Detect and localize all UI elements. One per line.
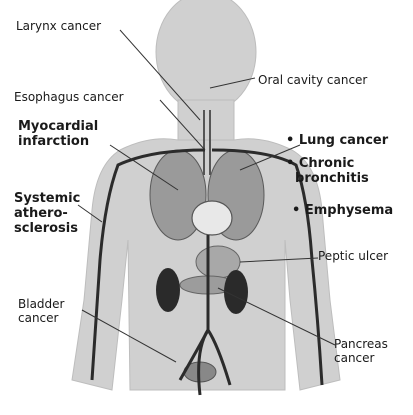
left-kidney [156, 268, 180, 312]
label-oral-cavity-cancer: Oral cavity cancer [258, 74, 367, 88]
label-esophagus-cancer: Esophagus cancer [14, 91, 124, 105]
label-pancreas-cancer: Pancreas cancer [334, 338, 388, 366]
label-chronic-bronchitis: • Chronic bronchitis [286, 157, 369, 187]
right-kidney [224, 270, 248, 314]
label-lung-cancer: • Lung cancer [286, 134, 388, 149]
heart [192, 201, 232, 235]
label-emphysema: • Emphysema [292, 204, 393, 219]
label-larynx-cancer: Larynx cancer [16, 20, 101, 34]
label-peptic-ulcer: Peptic ulcer [318, 250, 388, 264]
label-myocardial-infarction: Myocardial infarction [18, 120, 98, 150]
label-bladder-cancer: Bladder cancer [18, 298, 64, 326]
label-systemic-atherosclerosis: Systemic athero- sclerosis [14, 192, 80, 237]
